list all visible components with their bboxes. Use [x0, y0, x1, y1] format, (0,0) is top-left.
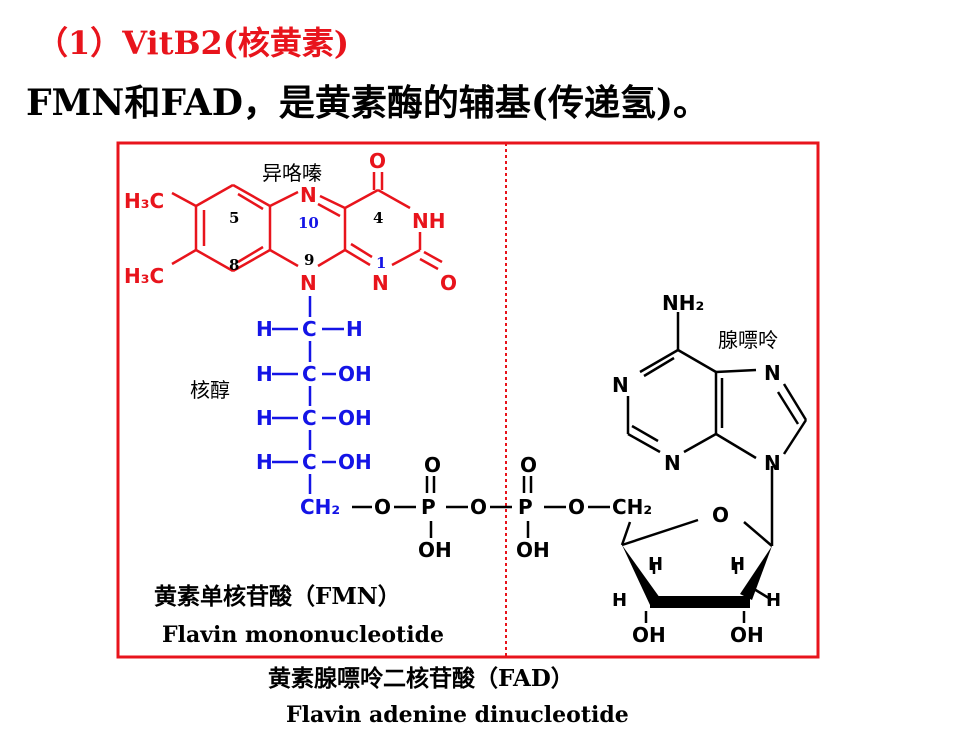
position-8: 8 [229, 256, 239, 274]
adenine-nh2: NH₂ [662, 291, 704, 315]
structure-labels: 异咯嗪 核醇 腺嘌呤 黄素单核苷酸（FMN） Flavin mononucleo… [154, 161, 778, 728]
adenine-n1: N [612, 373, 629, 397]
ribitol-h-left-2: H [256, 362, 273, 386]
ribose-wedges [622, 545, 772, 608]
bridge-oxygen: O [470, 495, 487, 519]
phosphate-1-oh: OH [418, 538, 452, 562]
fmn-english-name: Flavin mononucleotide [162, 622, 444, 648]
position-4: 4 [373, 209, 383, 227]
n1-atom: N [372, 271, 389, 295]
position-9: 9 [304, 251, 314, 269]
fmn-chinese-name: 黄素单核苷酸（FMN） [154, 583, 401, 610]
nh-atom: NH [412, 209, 445, 233]
position-1: 1 [376, 254, 386, 272]
phosphate-ribose-adenine-atoms: O P O P O O O OH OH CH₂ O NH₂ N N N N H … [374, 291, 781, 647]
ribitol-c-3: C [302, 406, 317, 430]
n9-atom: N [300, 271, 317, 295]
isoalloxazine-atoms: H₃C H₃C N N N NH O O [124, 149, 457, 295]
adenine-n7: N [764, 361, 781, 385]
phosphate-2-oh: OH [516, 538, 550, 562]
ribitol-ch2: CH₂ [300, 495, 340, 519]
adenine-n3: N [664, 451, 681, 475]
methyl-top: H₃C [124, 189, 164, 213]
ribitol-bonds [272, 296, 344, 494]
methyl-bottom: H₃C [124, 264, 164, 288]
ester-oxygen-2: O [568, 495, 585, 519]
ribitol-atoms: H C H H C OH H C OH H C OH CH₂ [256, 317, 372, 519]
ribose-oh-2prime: OH [632, 623, 666, 647]
o2-atom: O [440, 271, 457, 295]
ribitol-oh-3: OH [338, 406, 372, 430]
position-10: 10 [298, 214, 319, 232]
phosphorus-1: P [421, 495, 436, 519]
adenine-label: 腺嘌呤 [718, 328, 778, 352]
adenine-n9: N [764, 451, 781, 475]
slide-title: （1）VitB2(核黄素) [36, 24, 350, 62]
ribose-h-3: H [612, 590, 627, 611]
isoalloxazine-bonds [171, 172, 443, 273]
ribose-ring-oxygen: O [712, 503, 729, 527]
ribose-h-4: H [766, 590, 781, 611]
n10-atom: N [300, 183, 317, 207]
fad-english-name: Flavin adenine dinucleotide [286, 702, 629, 728]
phosphate-2-oxo: O [520, 453, 537, 477]
ribitol-c-1: C [302, 317, 317, 341]
fad-chinese-name: 黄素腺嘌呤二核苷酸（FAD） [268, 665, 574, 692]
ring-numbers: 5 8 9 10 4 1 [229, 209, 386, 274]
o4-atom: O [369, 149, 386, 173]
slide-subtitle: FMN和FAD，是黄素酶的辅基(传递氢)。 [26, 82, 709, 124]
diagram-frame [116, 141, 820, 659]
ribitol-c-4: C [302, 450, 317, 474]
ribose-ch2: CH₂ [612, 495, 652, 519]
ribose-h-1: H [648, 554, 663, 575]
ribitol-h-left-3: H [256, 406, 273, 430]
isoalloxazine-label: 异咯嗪 [262, 161, 322, 185]
ester-oxygen-1: O [374, 495, 391, 519]
ribitol-c-2: C [302, 362, 317, 386]
phosphate-1-oxo: O [424, 453, 441, 477]
ribose-oh-3prime: OH [730, 623, 764, 647]
phosphorus-2: P [518, 495, 533, 519]
ribitol-oh-4: OH [338, 450, 372, 474]
ribitol-h-left-1: H [256, 317, 273, 341]
black-bonds [352, 312, 808, 623]
ribitol-h-left-4: H [256, 450, 273, 474]
ribitol-oh-2: OH [338, 362, 372, 386]
ribitol-label: 核醇 [190, 378, 230, 402]
ribose-h-2: H [730, 554, 745, 575]
position-5: 5 [229, 209, 239, 227]
ribitol-h-right-1: H [346, 317, 363, 341]
